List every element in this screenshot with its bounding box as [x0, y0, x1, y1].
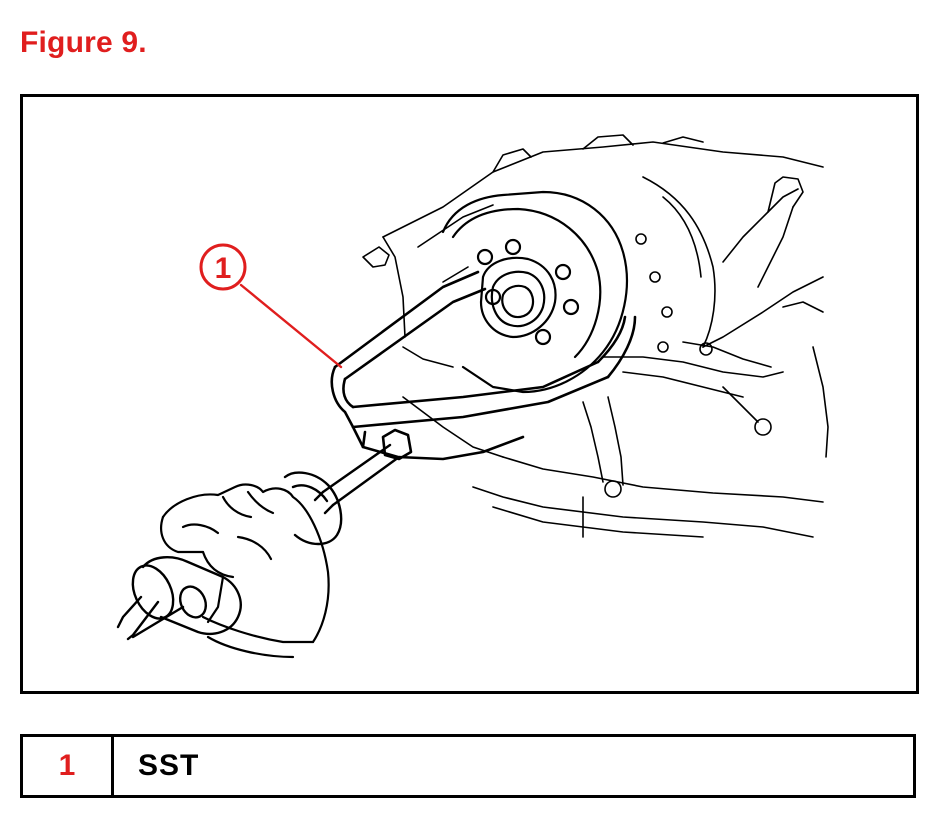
callout-number: 1: [215, 252, 232, 285]
legend-table: 1 SST: [20, 734, 916, 798]
housing-outline: [362, 134, 829, 538]
legend-label: SST: [111, 734, 916, 798]
flange-plate: [441, 190, 629, 394]
end-weight: [116, 556, 242, 641]
callout-circle: [199, 243, 247, 291]
figure-illustration-frame: 1: [20, 94, 919, 694]
sst-puller-yoke: [330, 270, 637, 461]
hammer-grip: [283, 471, 343, 546]
legend-row: 1 SST: [20, 734, 916, 798]
callout-leader-line: [239, 283, 343, 369]
figure-title: Figure 9.: [20, 26, 147, 59]
hand: [160, 483, 330, 659]
puller-illustration: 1: [116, 134, 829, 659]
legend-number: 1: [20, 734, 114, 798]
